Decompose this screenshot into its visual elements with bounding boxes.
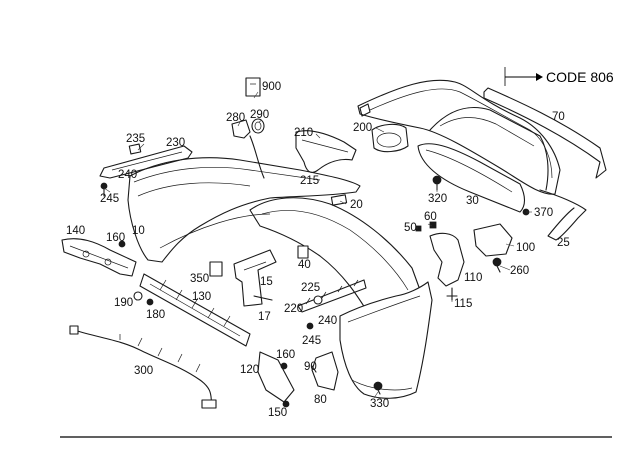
label-60: 60 — [424, 211, 437, 223]
label-230: 230 — [166, 137, 185, 149]
label-300: 300 — [134, 365, 153, 377]
label-280: 280 — [226, 112, 245, 124]
label-240-bottom: 240 — [318, 315, 337, 327]
wiring-harness-300 — [69, 325, 217, 409]
label-140: 140 — [66, 225, 85, 237]
bracket-210 — [295, 130, 357, 173]
bracket-220 — [297, 279, 367, 313]
label-110: 110 — [464, 272, 482, 284]
label-215: 215 — [300, 175, 319, 187]
rear-diffuser-assembly — [357, 79, 607, 241]
label-100: 100 — [516, 242, 535, 254]
label-180: 180 — [146, 309, 165, 321]
label-150: 150 — [268, 407, 287, 419]
label-50: 50 — [404, 222, 417, 234]
leader-lines — [103, 91, 532, 399]
label-235: 235 — [126, 133, 145, 145]
label-30: 30 — [466, 195, 479, 207]
label-245-top: 245 — [100, 193, 119, 205]
code-806-reference: CODE 806 — [504, 67, 614, 86]
part-labels: 900 280 290 70 200 210 235 230 240 245 2… — [66, 81, 570, 419]
label-15: 15 — [260, 276, 273, 288]
label-160-bottom: 160 — [276, 349, 295, 361]
label-225: 225 — [301, 282, 320, 294]
label-290: 290 — [250, 109, 269, 121]
label-115: 115 — [454, 298, 472, 310]
cover-100 — [473, 223, 513, 257]
label-90: 90 — [304, 361, 317, 373]
bracket-130 — [139, 273, 251, 347]
label-220: 220 — [284, 303, 303, 315]
strip-17 — [253, 295, 273, 301]
label-900: 900 — [262, 81, 281, 93]
bracket-110 — [429, 232, 465, 287]
bumper-cover-10 — [127, 157, 433, 399]
label-320: 320 — [428, 193, 447, 205]
label-20: 20 — [350, 199, 363, 211]
clip-350 — [209, 261, 223, 277]
label-210: 210 — [294, 127, 313, 139]
label-160-left: 160 — [106, 232, 125, 244]
label-25: 25 — [557, 237, 570, 249]
label-370: 370 — [534, 207, 553, 219]
bracket-140 — [61, 238, 137, 277]
clip-40 — [297, 245, 309, 259]
label-200: 200 — [353, 122, 372, 134]
label-10: 10 — [132, 225, 145, 237]
parking-sensor-280 — [231, 118, 265, 179]
label-17: 17 — [258, 311, 271, 323]
sensor-20 — [330, 194, 348, 206]
label-330: 330 — [370, 398, 389, 410]
label-80: 80 — [314, 394, 327, 406]
label-120: 120 — [240, 364, 259, 376]
code-label: CODE 806 — [546, 69, 614, 85]
label-350: 350 — [190, 273, 209, 285]
label-130: 130 — [192, 291, 211, 303]
label-40: 40 — [298, 259, 311, 271]
label-190: 190 — [114, 297, 133, 309]
label-260: 260 — [510, 265, 529, 277]
label-70: 70 — [552, 111, 565, 123]
label-240-top: 240 — [118, 169, 137, 181]
connector-900 — [245, 77, 261, 97]
fasteners — [100, 175, 530, 408]
label-245-bottom: 245 — [302, 335, 321, 347]
bracket-80 — [311, 351, 339, 391]
exhaust-trim-200 — [371, 123, 409, 153]
bracket-15 — [233, 249, 277, 307]
